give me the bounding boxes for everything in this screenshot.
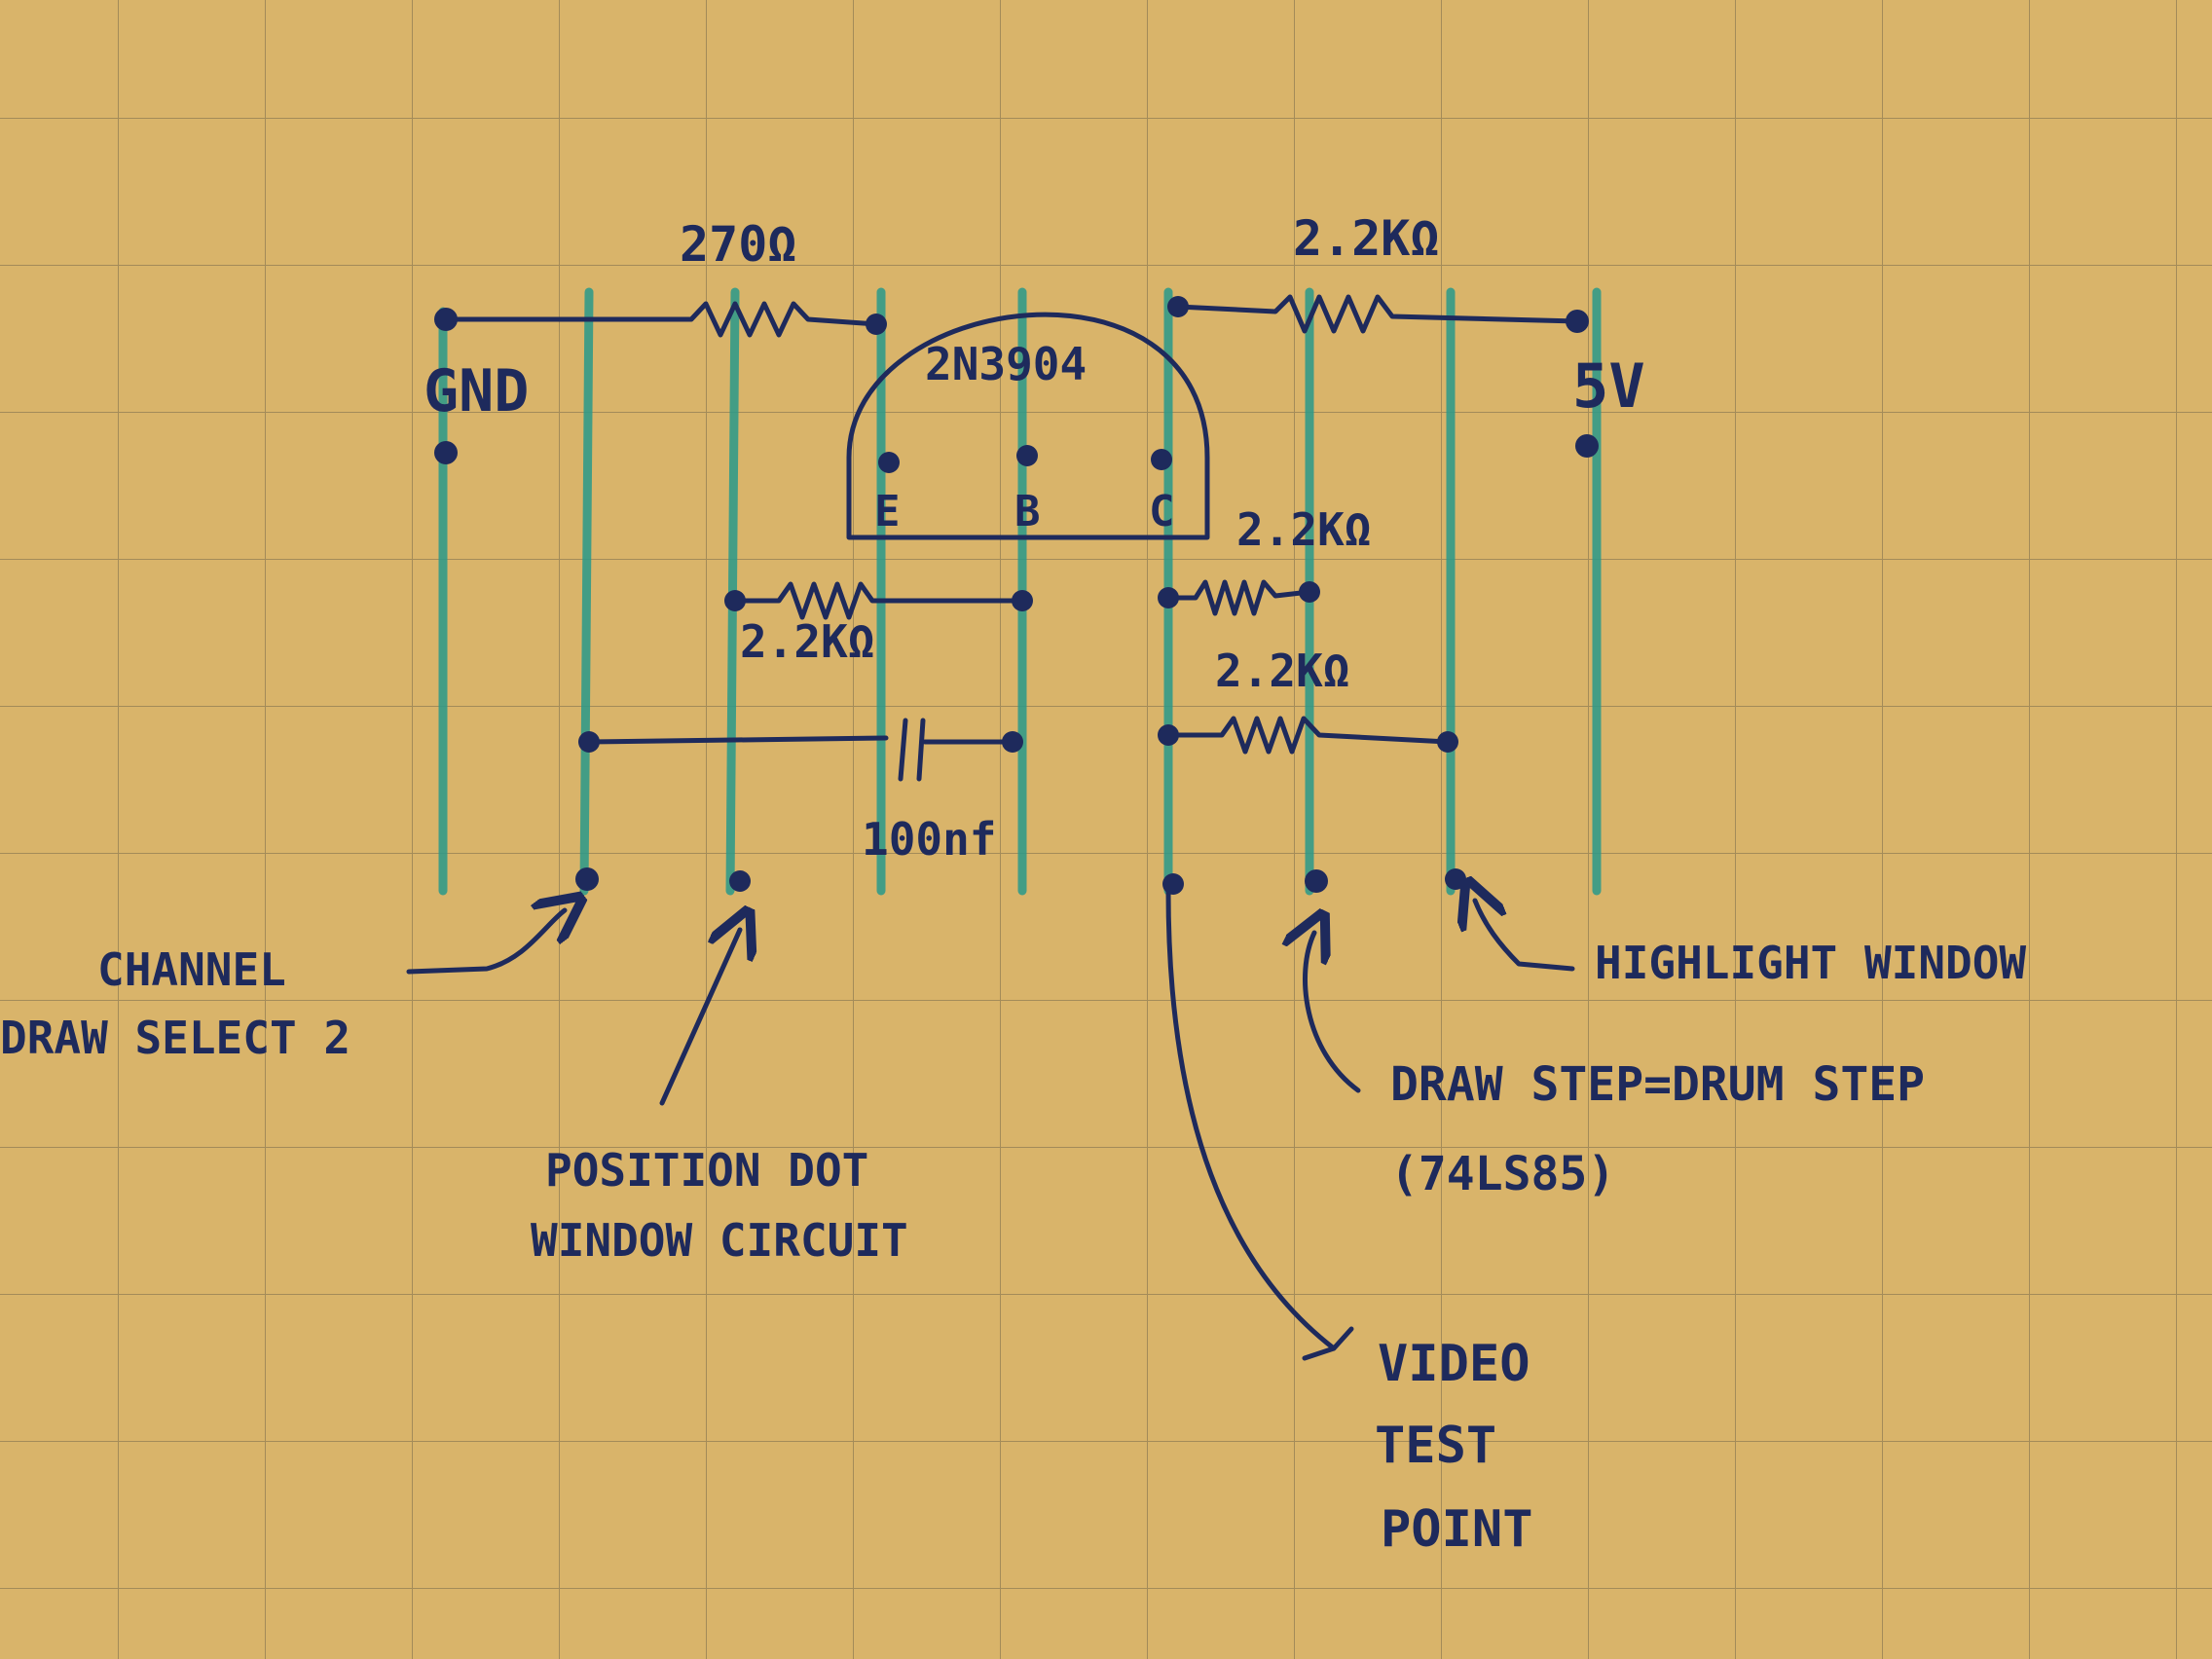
dot-highlight xyxy=(1445,868,1466,890)
label-position-dot: POSITION DOT xyxy=(545,1144,868,1197)
dot-cap-b xyxy=(1002,731,1023,753)
label-100nf: 100nf xyxy=(862,813,996,866)
dot-5v-bottom xyxy=(1575,434,1599,458)
dot-drawstep xyxy=(1305,869,1328,893)
dot-gnd-bottom xyxy=(434,441,458,464)
resistor-2k2-mid-right-lower-wire xyxy=(1165,716,1451,755)
position-arrow xyxy=(659,930,740,1106)
dot-270-end xyxy=(866,313,887,335)
dot-pin-e xyxy=(878,452,900,473)
solder-points xyxy=(434,296,1599,895)
channel-arrow xyxy=(406,910,565,975)
label-draw-select-2: DRAW SELECT 2 xyxy=(0,1012,350,1064)
dot-cap-a xyxy=(578,731,600,753)
dot-lower-right-b xyxy=(1437,731,1458,753)
dot-position xyxy=(729,870,751,892)
label-channel: CHANNEL xyxy=(97,943,286,996)
label-2k2-mid-right-upper: 2.2KΩ xyxy=(1236,503,1371,556)
transistor-body xyxy=(846,312,1210,540)
label-window-circuit: WINDOW CIRCUIT xyxy=(531,1214,908,1267)
dot-gnd-top xyxy=(434,308,458,331)
label-point: POINT xyxy=(1381,1500,1533,1559)
resistor-2k2-top-wire xyxy=(1175,294,1580,334)
label-2k2-mid-right-lower: 2.2KΩ xyxy=(1215,645,1349,697)
dot-mid-left-a xyxy=(724,590,746,611)
capacitor-100nf-wire xyxy=(586,718,1015,782)
dot-c-top xyxy=(1167,296,1189,317)
dot-5v-top xyxy=(1566,310,1589,333)
strip-2 xyxy=(579,287,594,896)
highlight-arrow xyxy=(1475,901,1575,972)
label-transistor: 2N3904 xyxy=(925,338,1087,390)
dot-channel xyxy=(575,867,599,891)
resistor-2k2-mid-left-wire xyxy=(732,581,1025,620)
label-5v: 5V xyxy=(1572,350,1645,422)
label-74ls85: (74LS85) xyxy=(1390,1147,1615,1201)
label-270-resistor: 270Ω xyxy=(680,216,796,273)
label-gnd: GND xyxy=(424,357,529,425)
label-test: TEST xyxy=(1375,1417,1496,1475)
dot-mid-right-b xyxy=(1299,581,1320,603)
video-arrow xyxy=(1165,888,1354,1361)
label-highlight-window: HIGHLIGHT WINDOW xyxy=(1595,937,2026,989)
label-pin-e: E xyxy=(874,487,901,536)
dot-mid-left-b xyxy=(1012,590,1033,611)
label-2k2-mid-left: 2.2KΩ xyxy=(740,615,874,668)
label-draw-step: DRAW STEP=DRUM STEP xyxy=(1390,1057,1925,1112)
label-2k2-top: 2.2KΩ xyxy=(1293,210,1440,267)
label-video: VIDEO xyxy=(1378,1335,1530,1393)
resistor-2k2-mid-right-upper-wire xyxy=(1165,579,1312,616)
dot-pin-c xyxy=(1151,449,1172,470)
dot-pin-b xyxy=(1016,445,1038,466)
dot-lower-right-a xyxy=(1158,724,1179,746)
drawstep-arrow xyxy=(1305,933,1361,1093)
dot-mid-right-a xyxy=(1158,587,1179,608)
wiring xyxy=(406,294,1580,1361)
label-pin-c: C xyxy=(1149,487,1175,536)
label-pin-b: B xyxy=(1014,487,1041,536)
resistor-270-wire xyxy=(443,301,879,338)
dot-video xyxy=(1162,873,1184,895)
